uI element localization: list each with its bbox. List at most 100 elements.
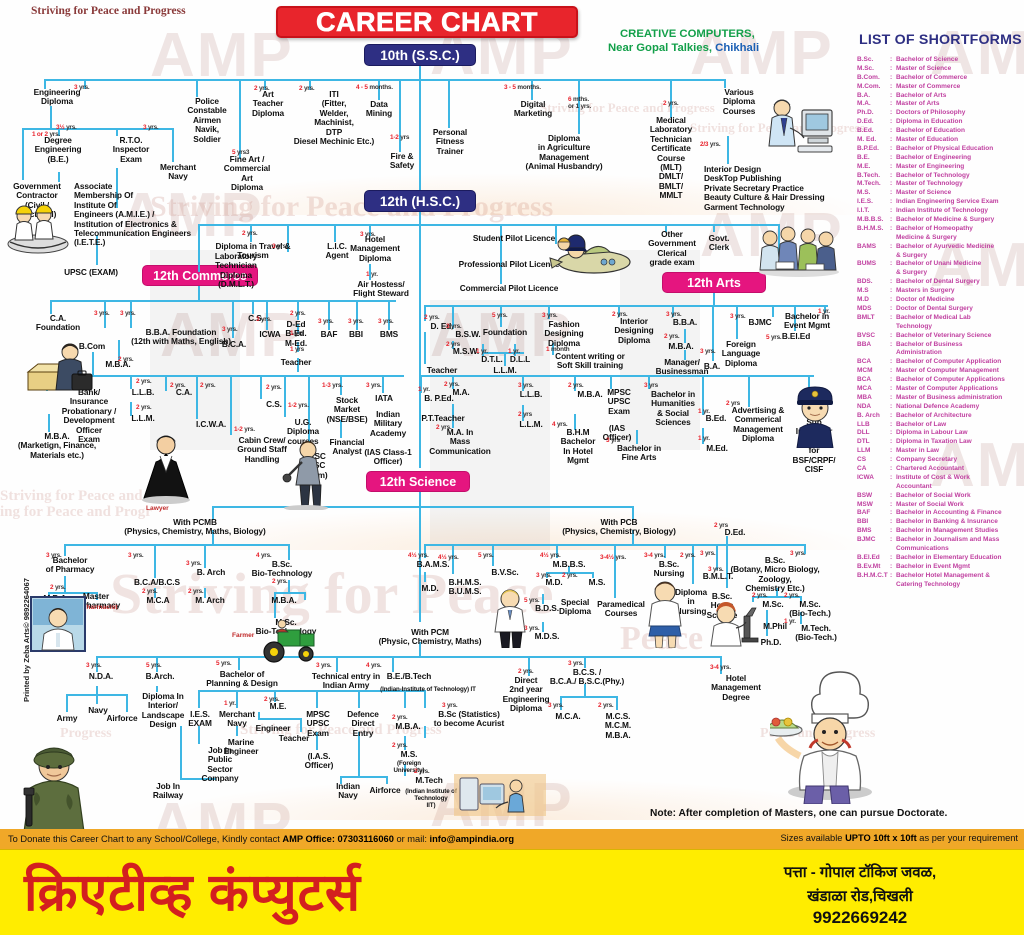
- duration-label: 3 yrs.: [74, 84, 90, 91]
- career-node: Air Hostess/ Flight Steward: [353, 279, 409, 299]
- shortform-definition: Diploma in Taxation Law: [896, 438, 972, 446]
- construction-workers-clipart: [4, 200, 72, 256]
- shortform-separator: :: [890, 127, 893, 135]
- duration-label: 3 yrs.: [518, 382, 534, 389]
- connector: [448, 79, 450, 128]
- duration-label: 6 mths. or 1 yrs.: [568, 96, 592, 110]
- connector: [766, 610, 768, 636]
- connector: [726, 536, 728, 548]
- shortform-row: BMLT:Bachelor of Medical Lab: [857, 314, 1024, 323]
- connector: [44, 79, 46, 89]
- amp-email[interactable]: info@ampindia.org: [429, 834, 515, 844]
- shortform-row: I.E.S.:Indian Engineering Service Exam: [857, 198, 1024, 207]
- duration-label: 3½ yrs.: [56, 124, 77, 131]
- connector: [542, 594, 544, 604]
- shortform-separator: :: [890, 73, 893, 81]
- shortform-separator: :: [890, 509, 893, 517]
- career-node: Police Constable Airmen Navik, Soldier: [187, 96, 227, 144]
- career-node: L.I.C. Agent: [325, 241, 349, 261]
- shortform-definition: Bachelor in Banking & Insurance: [896, 518, 998, 526]
- career-node: Digital Marketing: [513, 99, 553, 119]
- shortform-row: BCA:Bachelor of Computer Applications: [857, 376, 1024, 385]
- shortform-definition: Master of Education: [896, 136, 959, 144]
- career-node: M.A. In Mass Communication: [429, 427, 491, 456]
- shortform-definition: Bachelor in Elementary Education: [896, 553, 1002, 561]
- connector: [154, 544, 156, 578]
- badge-12th-science[interactable]: 12th Science: [366, 471, 470, 492]
- badge-12th-commerce[interactable]: 12th Commerce: [142, 265, 258, 286]
- connector: [794, 305, 796, 331]
- career-node: ICWA: [259, 329, 281, 339]
- connector: [198, 690, 424, 692]
- duration-label: 3-4 yrs.: [710, 664, 731, 671]
- shortform-separator: :: [890, 553, 893, 561]
- badge-12th-hsc[interactable]: 12th (H.S.C.): [364, 190, 476, 212]
- shortform-abbrev: B.Com.: [857, 73, 880, 81]
- shortform-row: BJMC:Bachelor in Journalism and Mass: [857, 536, 1024, 545]
- connector: [419, 642, 421, 656]
- shortform-separator: :: [890, 456, 893, 464]
- connector: [522, 405, 524, 421]
- connector: [420, 375, 814, 377]
- tagline: Striving for Peace and Progress: [31, 5, 186, 17]
- duration-label: 2 yrs.: [414, 768, 430, 775]
- career-node: Content writing or Soft Skill training: [555, 351, 625, 371]
- connector: [482, 352, 524, 354]
- duration-label: 3 yrs.: [272, 243, 288, 250]
- career-node: Manager/ Businessman: [655, 357, 709, 377]
- shortform-abbrev: B.El.Ed: [857, 553, 880, 561]
- connector: [452, 341, 454, 349]
- connector: [616, 696, 618, 710]
- connector: [340, 420, 342, 438]
- duration-label: 1 yr.: [784, 618, 796, 625]
- connector: [340, 776, 386, 778]
- career-node: B.Sc. (Botany, Micro Biology, Zoology, C…: [730, 555, 820, 594]
- connector: [316, 690, 318, 708]
- shortform-definition: Bachelor of Ayurvedic Medicine: [896, 242, 995, 250]
- shortform-row: M. Ed.:Master of Education: [857, 136, 1024, 145]
- doctor-male-clipart: [488, 586, 532, 648]
- connector: [300, 718, 302, 732]
- career-node: M.B.A. (Marketign, Finance, Materials et…: [17, 431, 97, 460]
- career-node: Fine Art / Commercial Art Diploma: [223, 154, 271, 193]
- connector: [720, 656, 722, 674]
- connector: [778, 224, 780, 272]
- connector: [632, 530, 634, 544]
- shortform-abbrev: M.Tech.: [857, 180, 881, 188]
- connector: [684, 329, 686, 343]
- connector: [665, 224, 667, 232]
- shortform-separator: :: [890, 180, 893, 188]
- connector: [64, 544, 66, 556]
- duration-label: 3 yrs.: [442, 702, 458, 709]
- badge-10th-ssc[interactable]: 10th (S.S.C.): [364, 44, 476, 66]
- duration-label: 2 yrs: [726, 400, 740, 407]
- shortform-abbrev: BDS.: [857, 278, 873, 286]
- career-node: N.D.A.: [88, 671, 114, 681]
- badge-12th-arts[interactable]: 12th Arts: [662, 272, 766, 293]
- connector: [618, 305, 620, 317]
- connector: [610, 375, 612, 389]
- shortform-definition: Bachelor of Medicine & Surgery: [896, 216, 995, 224]
- connector: [232, 300, 234, 338]
- career-node: Commercial Pilot Licence: [459, 283, 559, 293]
- shortform-abbrev: B.H.M.C.T: [857, 571, 888, 579]
- duration-label: 2 yrs.: [752, 592, 768, 599]
- career-node: Student Pilot Licence: [472, 233, 556, 243]
- shortform-definition: Bachelor of Unani Medicine: [896, 260, 982, 268]
- connector: [308, 375, 310, 451]
- career-node: M.S.W.: [452, 346, 480, 356]
- computer-user-clipart: [762, 96, 836, 164]
- connector: [297, 300, 299, 320]
- career-node: Medical Laboratory Technician Certificat…: [649, 115, 693, 200]
- duration-label: 2 yrs.: [200, 382, 216, 389]
- connector: [84, 79, 86, 89]
- shortform-separator: :: [890, 447, 893, 455]
- shortform-abbrev: B.Sc.: [857, 56, 874, 63]
- career-node: M.D.: [545, 577, 563, 587]
- shortform-row: Ph.D.:Doctors of Philosophy: [857, 109, 1024, 118]
- connector: [546, 572, 548, 578]
- duration-label: 2 yrs.: [142, 588, 158, 595]
- shortform-definition: Master of Computer Applications: [896, 384, 998, 392]
- connector: [274, 592, 276, 618]
- career-node: B.El.Ed: [781, 331, 811, 341]
